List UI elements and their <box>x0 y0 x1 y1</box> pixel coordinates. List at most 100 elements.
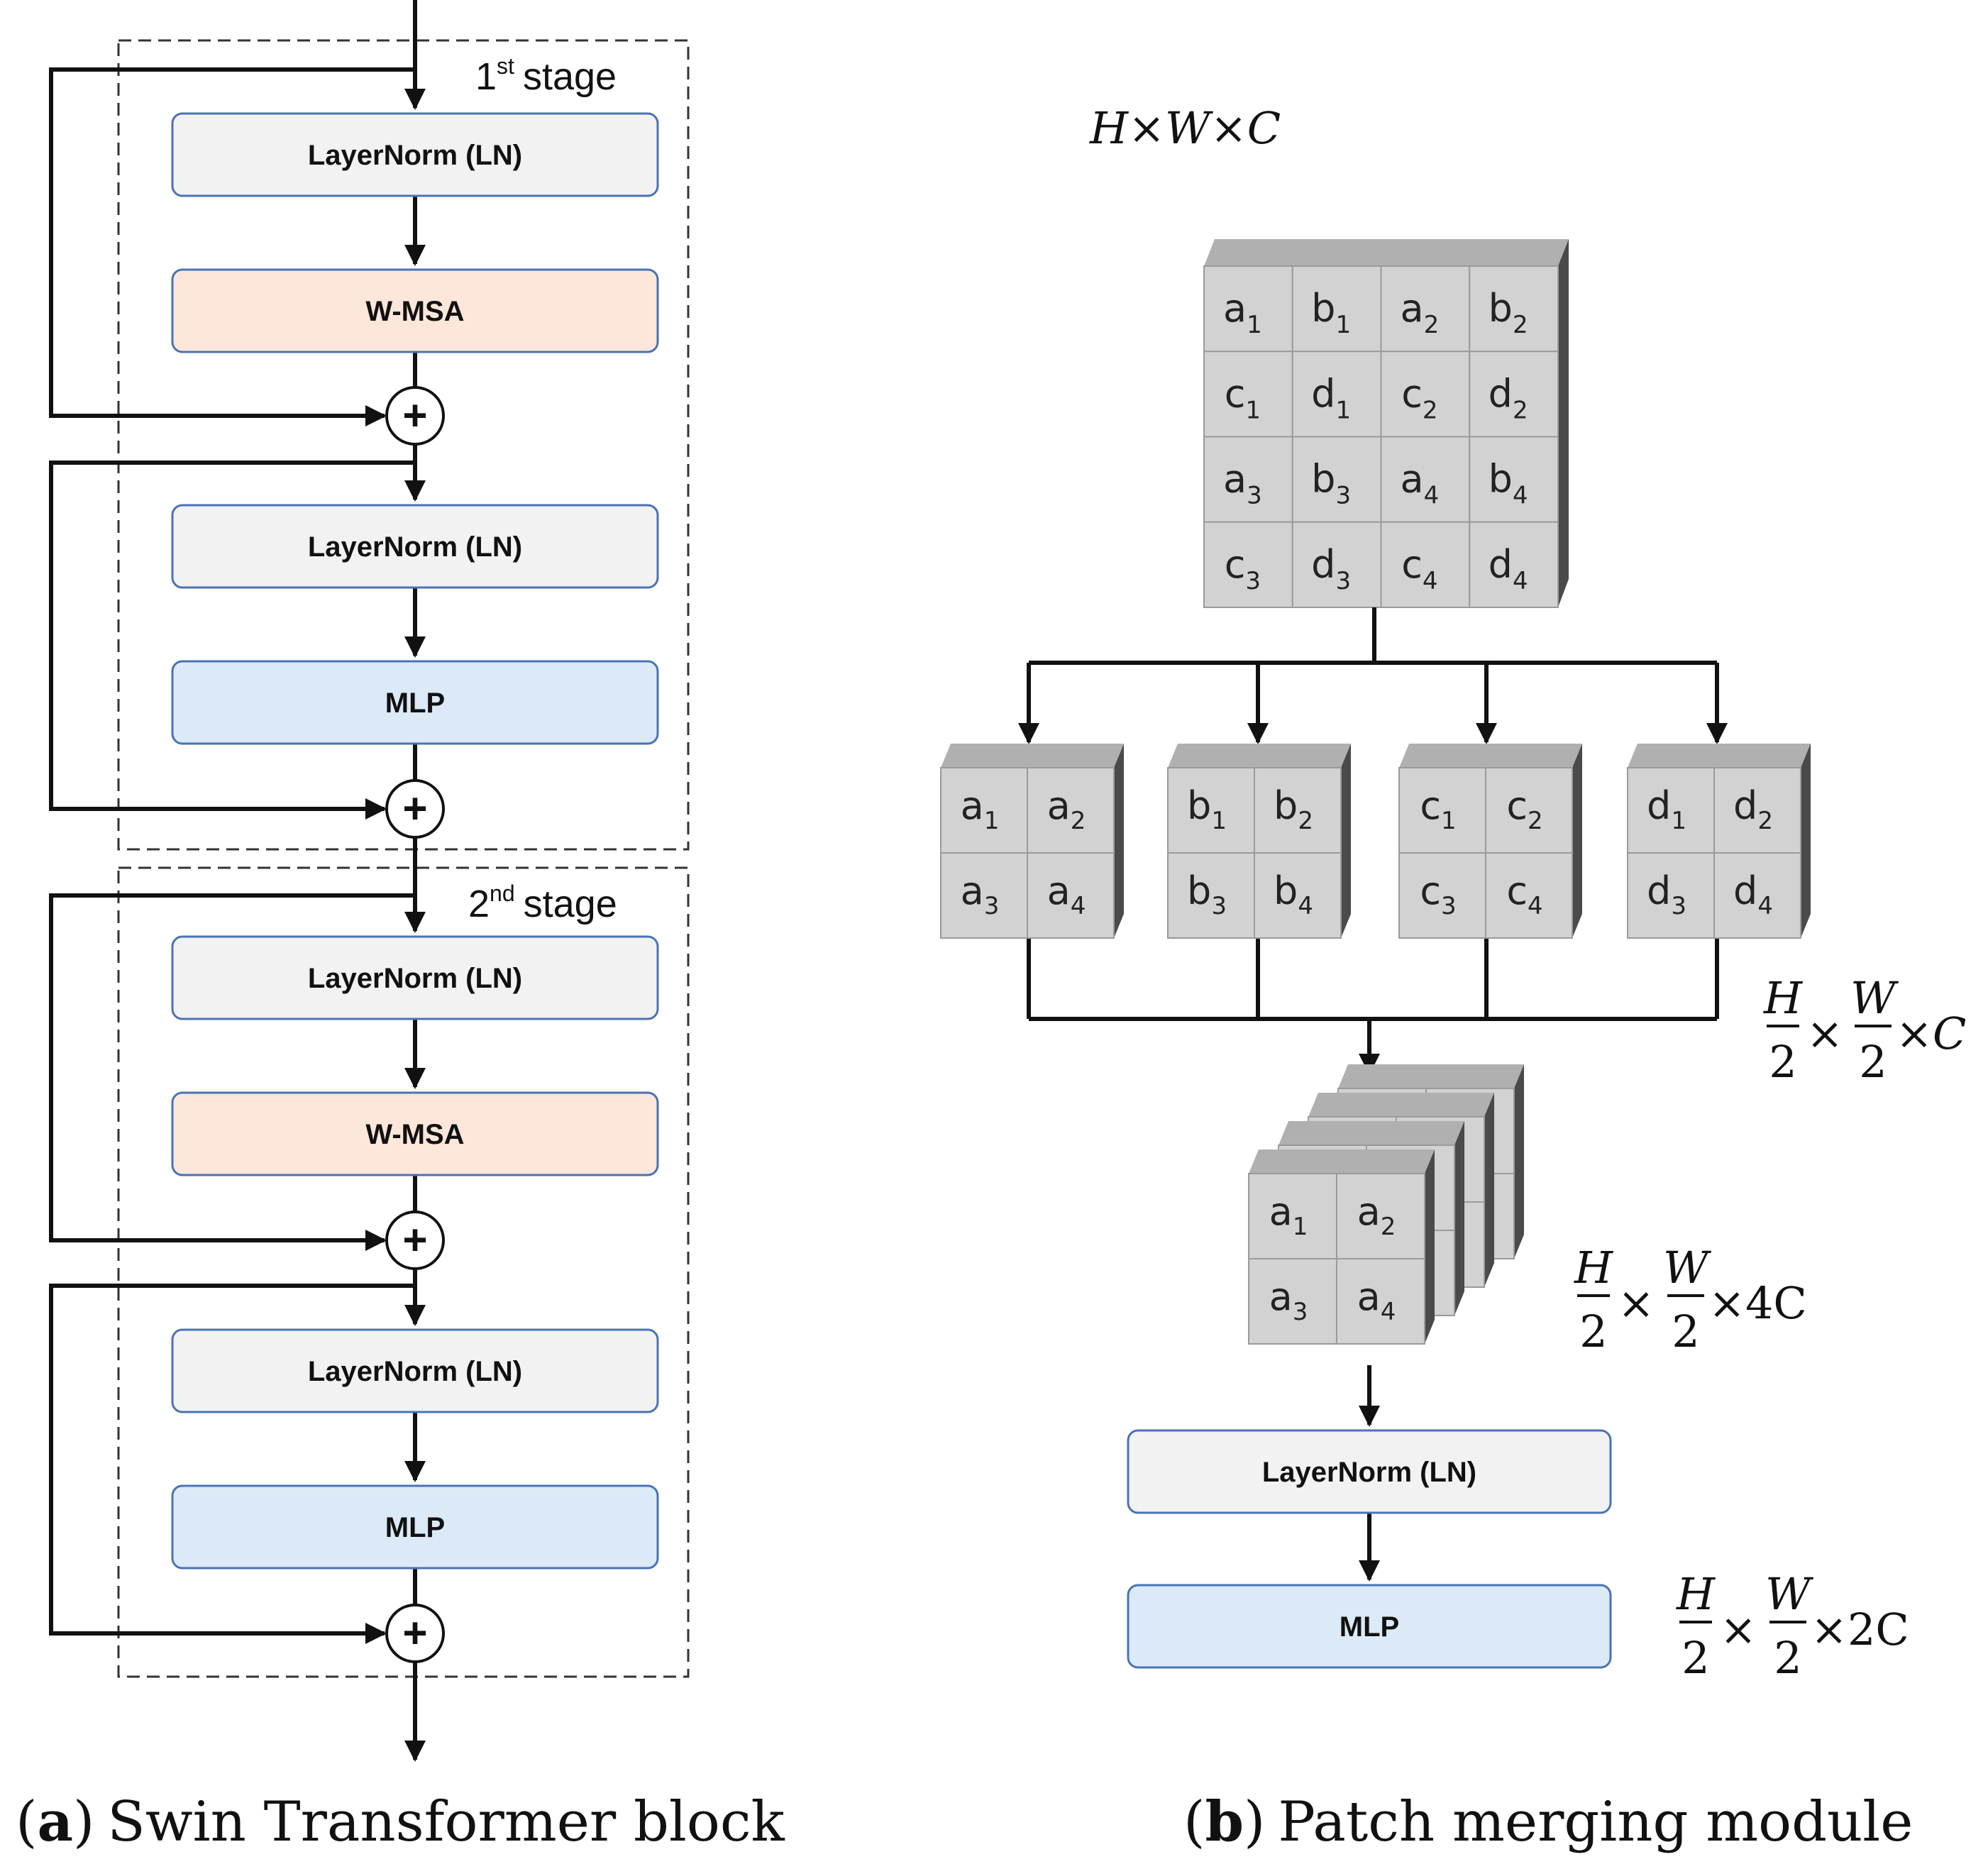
group-cell-c3: c3 <box>1398 852 1486 939</box>
group-cell-b2: b2 <box>1254 767 1342 854</box>
group-cell-c1: c1 <box>1398 767 1486 854</box>
caption-b: (b)Patch merging module <box>1183 1789 1913 1854</box>
grid-cell-a2: a2 <box>1380 265 1471 353</box>
grid-cell-b2: b2 <box>1469 265 1559 353</box>
grid-cell-c2: c2 <box>1380 351 1471 438</box>
svg-text:d4: d4 <box>1489 542 1528 595</box>
svg-text:b2: b2 <box>1274 783 1313 835</box>
svg-text:LayerNorm (LN): LayerNorm (LN) <box>308 140 522 171</box>
svg-text:MLP: MLP <box>385 688 445 719</box>
svg-text:LayerNorm (LN): LayerNorm (LN) <box>308 963 522 994</box>
svg-text:c4: c4 <box>1506 868 1542 920</box>
group-cell-d2: d2 <box>1713 767 1801 854</box>
group-cell-c2: c2 <box>1485 767 1573 854</box>
svg-text:×: × <box>1720 1604 1757 1655</box>
svg-text:a3: a3 <box>961 868 1000 920</box>
group-cell-c4: c4 <box>1485 852 1573 939</box>
svg-text:2: 2 <box>1859 1036 1887 1088</box>
adder-2: + <box>385 779 445 839</box>
svg-text:a2: a2 <box>1357 1189 1396 1241</box>
svg-text:c4: c4 <box>1401 542 1437 595</box>
group-cell-b3: b3 <box>1167 852 1255 939</box>
adder-3: + <box>385 1211 445 1270</box>
grid-cell-c1: c1 <box>1203 351 1293 438</box>
svg-text:d3: d3 <box>1311 542 1351 595</box>
svg-text:b3: b3 <box>1311 457 1351 510</box>
grid-cell-c4: c4 <box>1380 521 1471 608</box>
grid-cell-a3: a3 <box>1203 436 1293 523</box>
svg-text:b1: b1 <box>1311 286 1351 339</box>
svg-text:a4: a4 <box>1357 1274 1396 1326</box>
svg-text:d2: d2 <box>1733 783 1773 835</box>
block-layernorm-1: LayerNorm (LN) <box>171 112 659 197</box>
stack-cell-a1: a1 <box>1248 1173 1337 1259</box>
svg-text:b4: b4 <box>1489 457 1528 510</box>
svg-text:W-MSA: W-MSA <box>365 1119 464 1150</box>
group-cell-d1: d1 <box>1627 767 1715 854</box>
svg-text:c3: c3 <box>1420 868 1456 920</box>
svg-text:d1: d1 <box>1647 783 1686 835</box>
grid-cell-b1: b1 <box>1291 265 1382 353</box>
block-layernorm-3: LayerNorm (LN) <box>171 935 659 1020</box>
group-cube-c: c1 c2 c3 c4 <box>1398 744 1582 939</box>
block-layernorm-4: LayerNorm (LN) <box>171 1328 659 1413</box>
svg-text:a2: a2 <box>1047 783 1086 835</box>
svg-text:a4: a4 <box>1401 457 1440 510</box>
stacked-cubes: a1 a2 a3 a4 <box>1248 1064 1524 1345</box>
svg-text:2: 2 <box>1579 1306 1607 1357</box>
adder-1: + <box>385 386 445 446</box>
block-mlp-2: MLP <box>171 1484 659 1570</box>
svg-text:a3: a3 <box>1223 457 1262 510</box>
grid-cell-b3: b3 <box>1291 436 1382 523</box>
dim-label-c: H 2 × W 2 ×C <box>1763 972 1966 1088</box>
svg-text:d2: d2 <box>1489 371 1528 424</box>
stack-cell-a3: a3 <box>1248 1258 1337 1345</box>
svg-text:MLP: MLP <box>385 1512 445 1543</box>
svg-text:c1: c1 <box>1420 783 1456 835</box>
svg-text:W: W <box>1663 1242 1711 1294</box>
svg-text:c3: c3 <box>1225 542 1261 595</box>
grid-cell-d2: d2 <box>1469 351 1559 438</box>
svg-text:c2: c2 <box>1506 783 1542 835</box>
group-cell-a4: a4 <box>1027 852 1115 939</box>
stage2-frame <box>117 866 690 1678</box>
block-wmsa-1: W-MSA <box>171 268 659 353</box>
svg-text:2: 2 <box>1769 1036 1796 1088</box>
svg-text:a1: a1 <box>1269 1189 1308 1241</box>
group-cell-d3: d3 <box>1627 852 1715 939</box>
svg-text:b1: b1 <box>1187 783 1227 835</box>
svg-text:2: 2 <box>1681 1632 1709 1684</box>
svg-text:MLP: MLP <box>1340 1611 1399 1643</box>
svg-text:a4: a4 <box>1047 868 1086 920</box>
svg-text:d1: d1 <box>1311 371 1351 424</box>
svg-text:×: × <box>1806 1008 1843 1059</box>
group-cell-b4: b4 <box>1254 852 1342 939</box>
svg-text:H: H <box>1676 1568 1716 1620</box>
svg-text:2: 2 <box>1774 1632 1801 1684</box>
svg-text:H: H <box>1763 972 1804 1024</box>
svg-text:a2: a2 <box>1401 286 1440 339</box>
svg-text:×4C: ×4C <box>1708 1277 1807 1329</box>
block-layernorm-b: LayerNorm (LN) <box>1127 1429 1612 1514</box>
svg-text:d4: d4 <box>1733 868 1773 920</box>
svg-text:c1: c1 <box>1225 371 1261 424</box>
svg-text:W-MSA: W-MSA <box>365 296 464 327</box>
input-dim-label: H×W×C <box>1089 102 1281 154</box>
grid-cell-d3: d3 <box>1291 521 1382 608</box>
svg-text:×C: ×C <box>1896 1008 1966 1059</box>
svg-text:+: + <box>402 1216 427 1264</box>
group-cell-a3: a3 <box>940 852 1028 939</box>
svg-text:×2C: ×2C <box>1811 1604 1909 1655</box>
svg-text:+: + <box>402 1609 427 1657</box>
svg-text:2: 2 <box>1672 1306 1699 1357</box>
stack-cell-a2: a2 <box>1336 1173 1425 1259</box>
grid-cell-a1: a1 <box>1203 265 1293 353</box>
svg-text:a3: a3 <box>1269 1274 1308 1326</box>
